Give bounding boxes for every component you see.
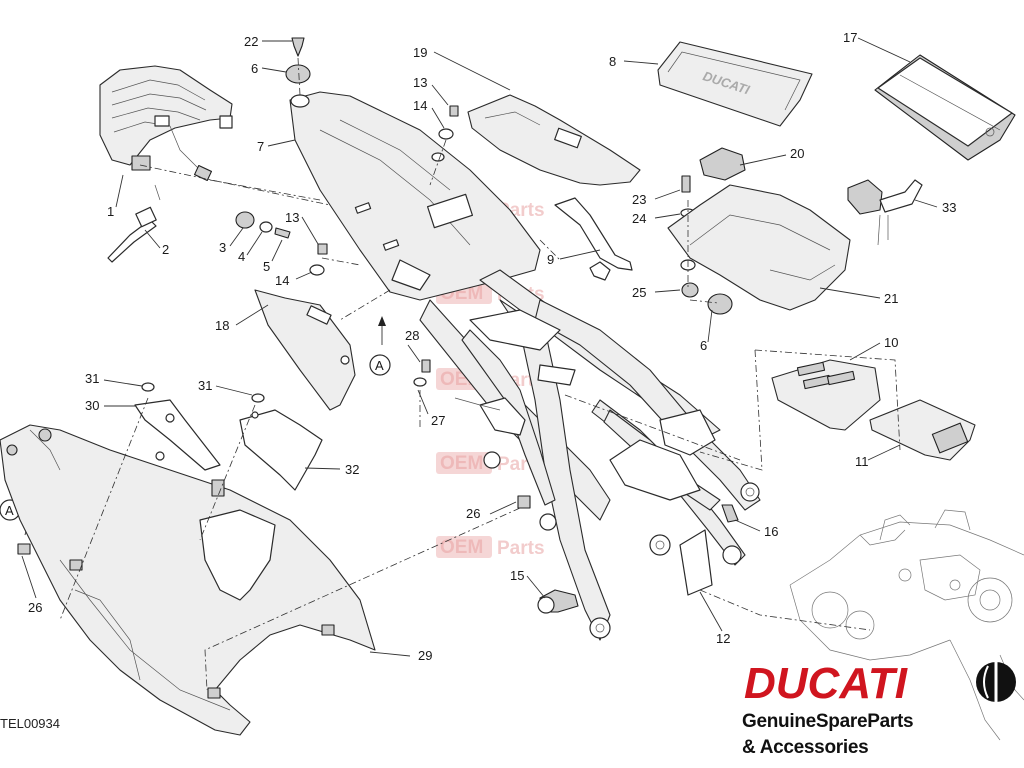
mounting-plate-left bbox=[134, 399, 221, 471]
brand-tagline-line2: & Accessories bbox=[742, 737, 869, 758]
callout-31-left: 31 bbox=[85, 371, 99, 386]
callout-15: 15 bbox=[510, 568, 524, 583]
callout-33: 33 bbox=[942, 200, 956, 215]
callout-26-left: 26 bbox=[28, 600, 42, 615]
callout-13-lower: 13 bbox=[285, 210, 299, 225]
grommet-washer-screw bbox=[235, 211, 291, 239]
tail-fairing bbox=[0, 424, 376, 736]
callout-9: 9 bbox=[547, 252, 554, 267]
bolt-15 bbox=[537, 589, 579, 614]
drawing-code: TEL00934 bbox=[0, 716, 60, 731]
section-marker-a: A bbox=[375, 358, 384, 373]
callout-3: 3 bbox=[219, 240, 226, 255]
callout-24: 24 bbox=[632, 211, 646, 226]
callout-19: 19 bbox=[413, 45, 427, 60]
clip-nut-center bbox=[517, 495, 531, 509]
tail-light bbox=[99, 65, 233, 182]
cable-clip bbox=[107, 184, 161, 263]
ducati-logo: DUCATI bbox=[744, 660, 1016, 708]
callout-11: 11 bbox=[855, 454, 869, 469]
bolt-set-center bbox=[413, 359, 431, 387]
rear-subframe bbox=[289, 91, 761, 641]
owners-manual bbox=[874, 54, 1016, 161]
callout-16: 16 bbox=[764, 524, 778, 539]
callout-5: 5 bbox=[263, 259, 270, 274]
watermark: OEM Parts bbox=[436, 452, 545, 475]
battery-cover-upper bbox=[771, 359, 881, 431]
rear-cover bbox=[467, 94, 641, 186]
callout-leaders bbox=[21, 37, 938, 657]
ducati-logo-text: DUCATI bbox=[744, 660, 908, 708]
hardware-31 bbox=[141, 382, 265, 403]
rubber-bumper-top bbox=[285, 37, 311, 108]
callout-14-upper: 14 bbox=[413, 98, 427, 113]
side-cover bbox=[254, 289, 356, 411]
clip-16 bbox=[721, 504, 739, 523]
tool-pouch: DUCATI bbox=[657, 41, 813, 127]
callout-30: 30 bbox=[85, 398, 99, 413]
callout-8: 8 bbox=[609, 54, 616, 69]
callout-26-center: 26 bbox=[466, 506, 480, 521]
battery-tray bbox=[667, 184, 851, 311]
callout-23: 23 bbox=[632, 192, 646, 207]
relay-bracket bbox=[847, 179, 923, 246]
callout-6-right: 6 bbox=[700, 338, 707, 353]
callout-31-right: 31 bbox=[198, 378, 212, 393]
mounting-plate-right bbox=[239, 409, 323, 491]
callout-4: 4 bbox=[238, 249, 245, 264]
callout-32: 32 bbox=[345, 462, 359, 477]
callout-18: 18 bbox=[215, 318, 229, 333]
callout-27: 27 bbox=[431, 413, 445, 428]
watermark: OEM Parts bbox=[436, 536, 545, 559]
bolt-set-lower bbox=[309, 243, 328, 276]
callout-10: 10 bbox=[884, 335, 898, 350]
callout-22: 22 bbox=[244, 34, 258, 49]
callout-17: 17 bbox=[843, 30, 857, 45]
callout-labels: 22 6 7 19 13 14 8 17 20 23 24 33 1 2 3 4… bbox=[28, 30, 956, 663]
callout-25: 25 bbox=[632, 285, 646, 300]
callout-1: 1 bbox=[107, 204, 114, 219]
svg-text:OEM: OEM bbox=[440, 537, 483, 558]
callout-12: 12 bbox=[716, 631, 730, 646]
bolt-set-upper bbox=[431, 105, 459, 162]
svg-text:OEM: OEM bbox=[440, 453, 483, 474]
callout-7: 7 bbox=[257, 139, 264, 154]
callout-13-upper: 13 bbox=[413, 75, 427, 90]
luggage-hook bbox=[554, 197, 633, 281]
callout-2: 2 bbox=[162, 242, 169, 257]
label-12 bbox=[679, 529, 713, 596]
engine-outline bbox=[789, 509, 1024, 741]
callout-29: 29 bbox=[418, 648, 432, 663]
rubber-pad bbox=[699, 147, 746, 181]
battery-cover-lower bbox=[869, 399, 976, 461]
brand-tagline-line1: GenuineSpareParts bbox=[742, 711, 914, 732]
ducati-shield-icon bbox=[976, 662, 1016, 702]
callout-21: 21 bbox=[884, 291, 898, 306]
callout-6-top: 6 bbox=[251, 61, 258, 76]
section-marker-a-lower: A bbox=[5, 503, 14, 518]
callout-28: 28 bbox=[405, 328, 419, 343]
assembly-lines bbox=[59, 57, 901, 691]
callout-20: 20 bbox=[790, 146, 804, 161]
callout-14-lower: 14 bbox=[275, 273, 289, 288]
svg-text:Parts: Parts bbox=[497, 538, 545, 559]
